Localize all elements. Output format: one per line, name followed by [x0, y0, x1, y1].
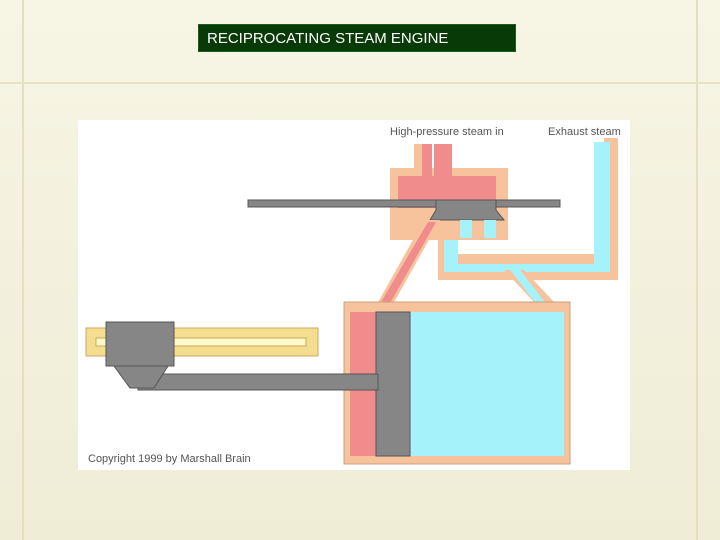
left-passage — [374, 222, 436, 314]
slide-valve — [429, 199, 506, 221]
label-high-pressure-steam-in: High-pressure steam in — [390, 126, 504, 138]
slide-title: RECIPROCATING STEAM ENGINE — [198, 24, 516, 52]
piston-rod — [137, 373, 379, 391]
title-rule — [0, 82, 720, 84]
label-exhaust-steam: Exhaust steam — [548, 126, 621, 138]
piston — [375, 311, 411, 457]
cylinder-exhaust-side — [410, 312, 564, 456]
steam-inlet-stem — [434, 144, 452, 180]
diagram-canvas — [85, 138, 618, 465]
crosshead — [105, 321, 175, 367]
crosshead-connector — [113, 365, 169, 389]
crosshead-guide-slot — [95, 337, 307, 347]
exhaust-port-right — [484, 220, 496, 238]
steam-engine-diagram: High-pressure steam in Exhaust steam Cop… — [78, 120, 630, 470]
exhaust-port-left — [460, 220, 472, 238]
right-passage — [510, 270, 548, 306]
valve-rod — [247, 199, 561, 208]
slide-border-right — [696, 0, 698, 540]
copyright-text: Copyright 1999 by Marshall Brain — [88, 453, 251, 465]
slide-border-left — [22, 0, 24, 540]
